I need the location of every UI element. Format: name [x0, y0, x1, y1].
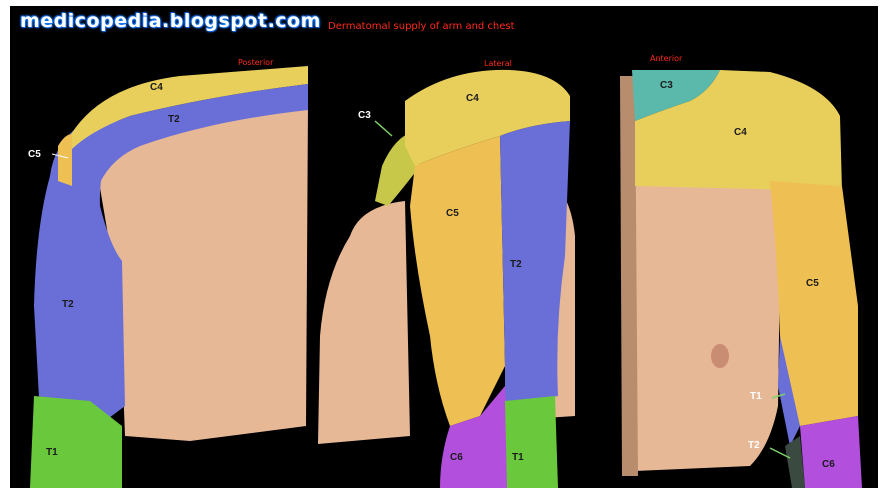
figure-title: Dermatomal supply of arm and chest — [328, 21, 515, 32]
label-posterior-c4: C4 — [150, 82, 163, 93]
posterior-back-skin — [98, 104, 308, 441]
view-label-anterior: Anterior — [650, 54, 682, 63]
label-lateral-c6: C6 — [450, 452, 463, 463]
label-posterior-t2-arm: T2 — [62, 299, 74, 310]
dermatome-illustration — [10, 6, 878, 488]
label-posterior-c5: C5 — [28, 149, 41, 160]
posterior-view — [30, 66, 308, 488]
view-label-lateral: Lateral — [484, 59, 512, 68]
label-anterior-c3: C3 — [660, 80, 673, 91]
anterior-c6-forearm — [800, 416, 862, 488]
label-lateral-c4: C4 — [466, 93, 479, 104]
label-lateral-t2: T2 — [510, 259, 522, 270]
label-lateral-c3: C3 — [358, 110, 371, 121]
lateral-t1-forearm — [505, 396, 558, 488]
label-anterior-c5: C5 — [806, 278, 819, 289]
label-lateral-c5: C5 — [446, 208, 459, 219]
label-anterior-c6: C6 — [822, 459, 835, 470]
anterior-nipple — [711, 344, 729, 368]
anterior-chest-skin — [622, 181, 788, 471]
lateral-torso-skin — [318, 201, 410, 444]
label-posterior-t2: T2 — [168, 114, 180, 125]
label-lateral-t1: T1 — [512, 452, 524, 463]
watermark-title: medicopedia.blogspot.com — [20, 10, 321, 32]
label-anterior-t1: T1 — [750, 391, 762, 402]
lateral-c5-arm — [410, 136, 505, 426]
illustration-canvas: medicopedia.blogspot.com Dermatomal supp… — [10, 6, 878, 488]
label-anterior-t2: T2 — [748, 440, 760, 451]
label-anterior-c4: C4 — [734, 127, 747, 138]
view-label-posterior: Posterior — [238, 58, 273, 67]
lateral-view — [318, 70, 575, 488]
posterior-c5-strip — [58, 134, 72, 186]
label-posterior-t1: T1 — [46, 447, 58, 458]
